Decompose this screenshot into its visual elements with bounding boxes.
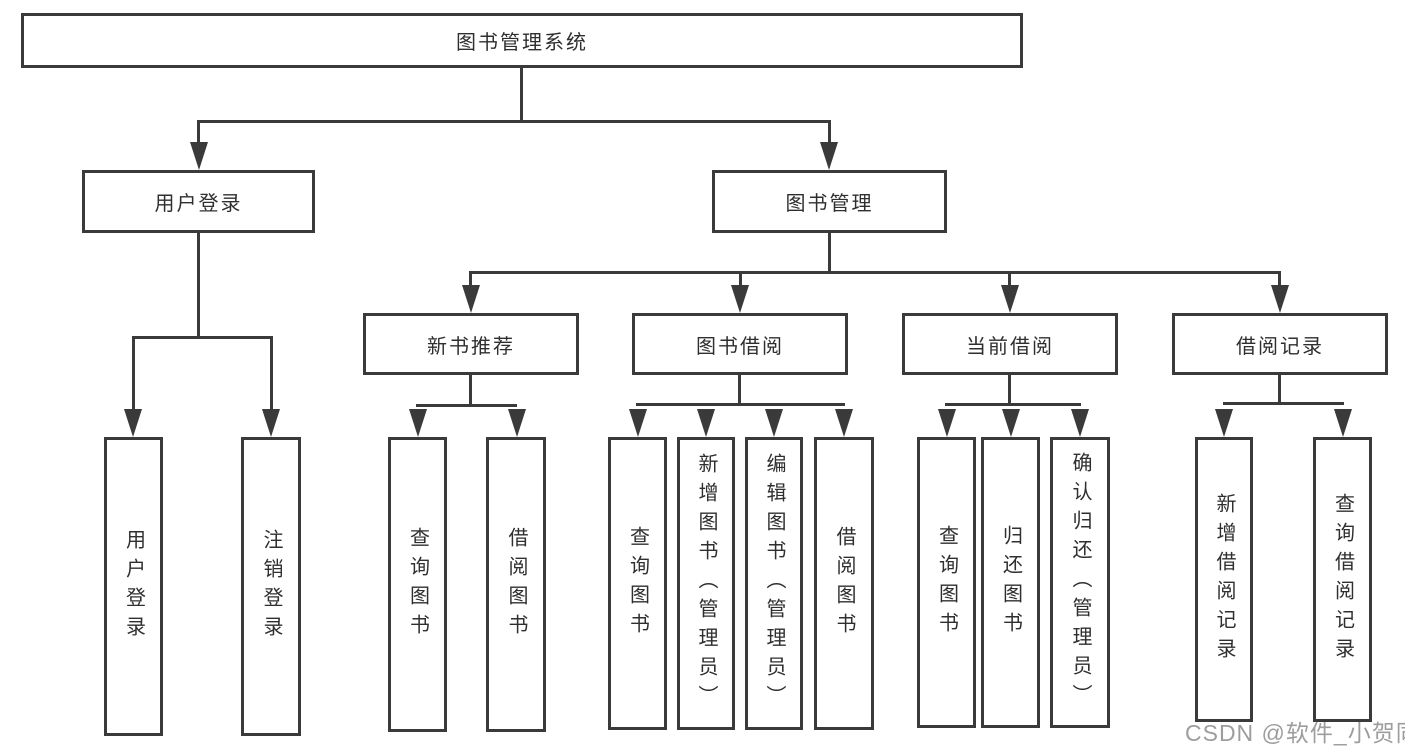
arrow-to-current-borrow: [1001, 285, 1019, 313]
arrow-to-book-borrow: [731, 285, 749, 313]
connector-drop-borrow-records: [1278, 271, 1281, 287]
connector-drop-login: [132, 336, 135, 409]
node-book-mgmt: 图书管理: [712, 170, 947, 233]
node-new-books: 新书推荐: [363, 313, 579, 375]
arrow-to-borrow-query: [629, 409, 647, 437]
connector-borrow-records-rail: [1223, 402, 1344, 405]
node-user-login: 用户登录: [82, 170, 315, 233]
leaf-login: 用户登录: [104, 437, 163, 736]
node-current-borrow: 当前借阅: [902, 313, 1118, 375]
connector-level1-rail: [197, 120, 831, 123]
leaf-current-query: 查询图书: [917, 437, 976, 728]
node-book-borrow: 图书借阅: [632, 313, 848, 375]
arrow-to-borrow-borrow: [835, 409, 853, 437]
connector-drop-book-mgmt: [828, 120, 831, 146]
arrow-to-new-books-borrow: [508, 409, 526, 437]
arrow-to-login: [124, 409, 142, 437]
connector-current-borrow-rail: [945, 403, 1081, 406]
arrow-to-current-return: [1002, 409, 1020, 437]
connector-new-books-rail: [416, 404, 517, 407]
leaf-records-add: 新增借阅记录: [1195, 437, 1253, 722]
arrow-to-borrow-add: [697, 409, 715, 437]
leaf-borrow-add-admin: 新增图书（管理员）: [677, 437, 735, 730]
watermark: CSDN @软件_小贺同学: [1185, 720, 1405, 746]
connector-drop-user-login: [197, 120, 200, 146]
connector-root-stem: [520, 68, 523, 120]
node-borrow-records: 借阅记录: [1172, 313, 1388, 375]
leaf-borrow-query: 查询图书: [608, 437, 667, 730]
arrow-to-book-mgmt: [820, 142, 838, 170]
arrow-to-logout: [262, 409, 280, 437]
connector-drop-book-borrow: [739, 271, 742, 287]
connector-drop-new-books: [469, 271, 472, 287]
connector-borrow-records-stem: [1278, 375, 1281, 405]
connector-drop-logout: [270, 336, 273, 409]
leaf-borrow-borrow: 借阅图书: [814, 437, 874, 730]
connector-user-login-rail: [133, 336, 273, 339]
connector-book-borrow-rail: [636, 403, 845, 406]
arrow-to-current-query: [938, 409, 956, 437]
arrow-to-borrow-records: [1271, 285, 1289, 313]
connector-user-login-stem: [197, 233, 200, 339]
leaf-new-books-borrow: 借阅图书: [486, 437, 546, 732]
leaf-current-return: 归还图书: [981, 437, 1040, 728]
arrow-to-new-books: [462, 285, 480, 313]
connector-current-borrow-stem: [1008, 375, 1011, 406]
arrow-to-records-query: [1334, 409, 1352, 437]
leaf-borrow-edit-admin: 编辑图书（管理员）: [745, 437, 803, 730]
arrow-to-records-add: [1215, 409, 1233, 437]
leaf-new-books-query: 查询图书: [388, 437, 447, 732]
node-root: 图书管理系统: [21, 13, 1023, 68]
leaf-records-query: 查询借阅记录: [1313, 437, 1372, 722]
leaf-current-confirm-admin: 确认归还（管理员）: [1050, 437, 1110, 728]
arrow-to-borrow-edit: [765, 409, 783, 437]
connector-new-books-stem: [469, 375, 472, 407]
connector-level2-rail: [469, 271, 1281, 274]
arrow-to-current-confirm: [1071, 409, 1089, 437]
connector-book-borrow-stem: [738, 375, 741, 406]
leaf-logout: 注销登录: [241, 437, 301, 736]
arrow-to-user-login: [190, 142, 208, 170]
connector-book-mgmt-stem: [828, 233, 831, 273]
connector-drop-current-borrow: [1008, 271, 1011, 287]
arrow-to-new-books-query: [409, 409, 427, 437]
